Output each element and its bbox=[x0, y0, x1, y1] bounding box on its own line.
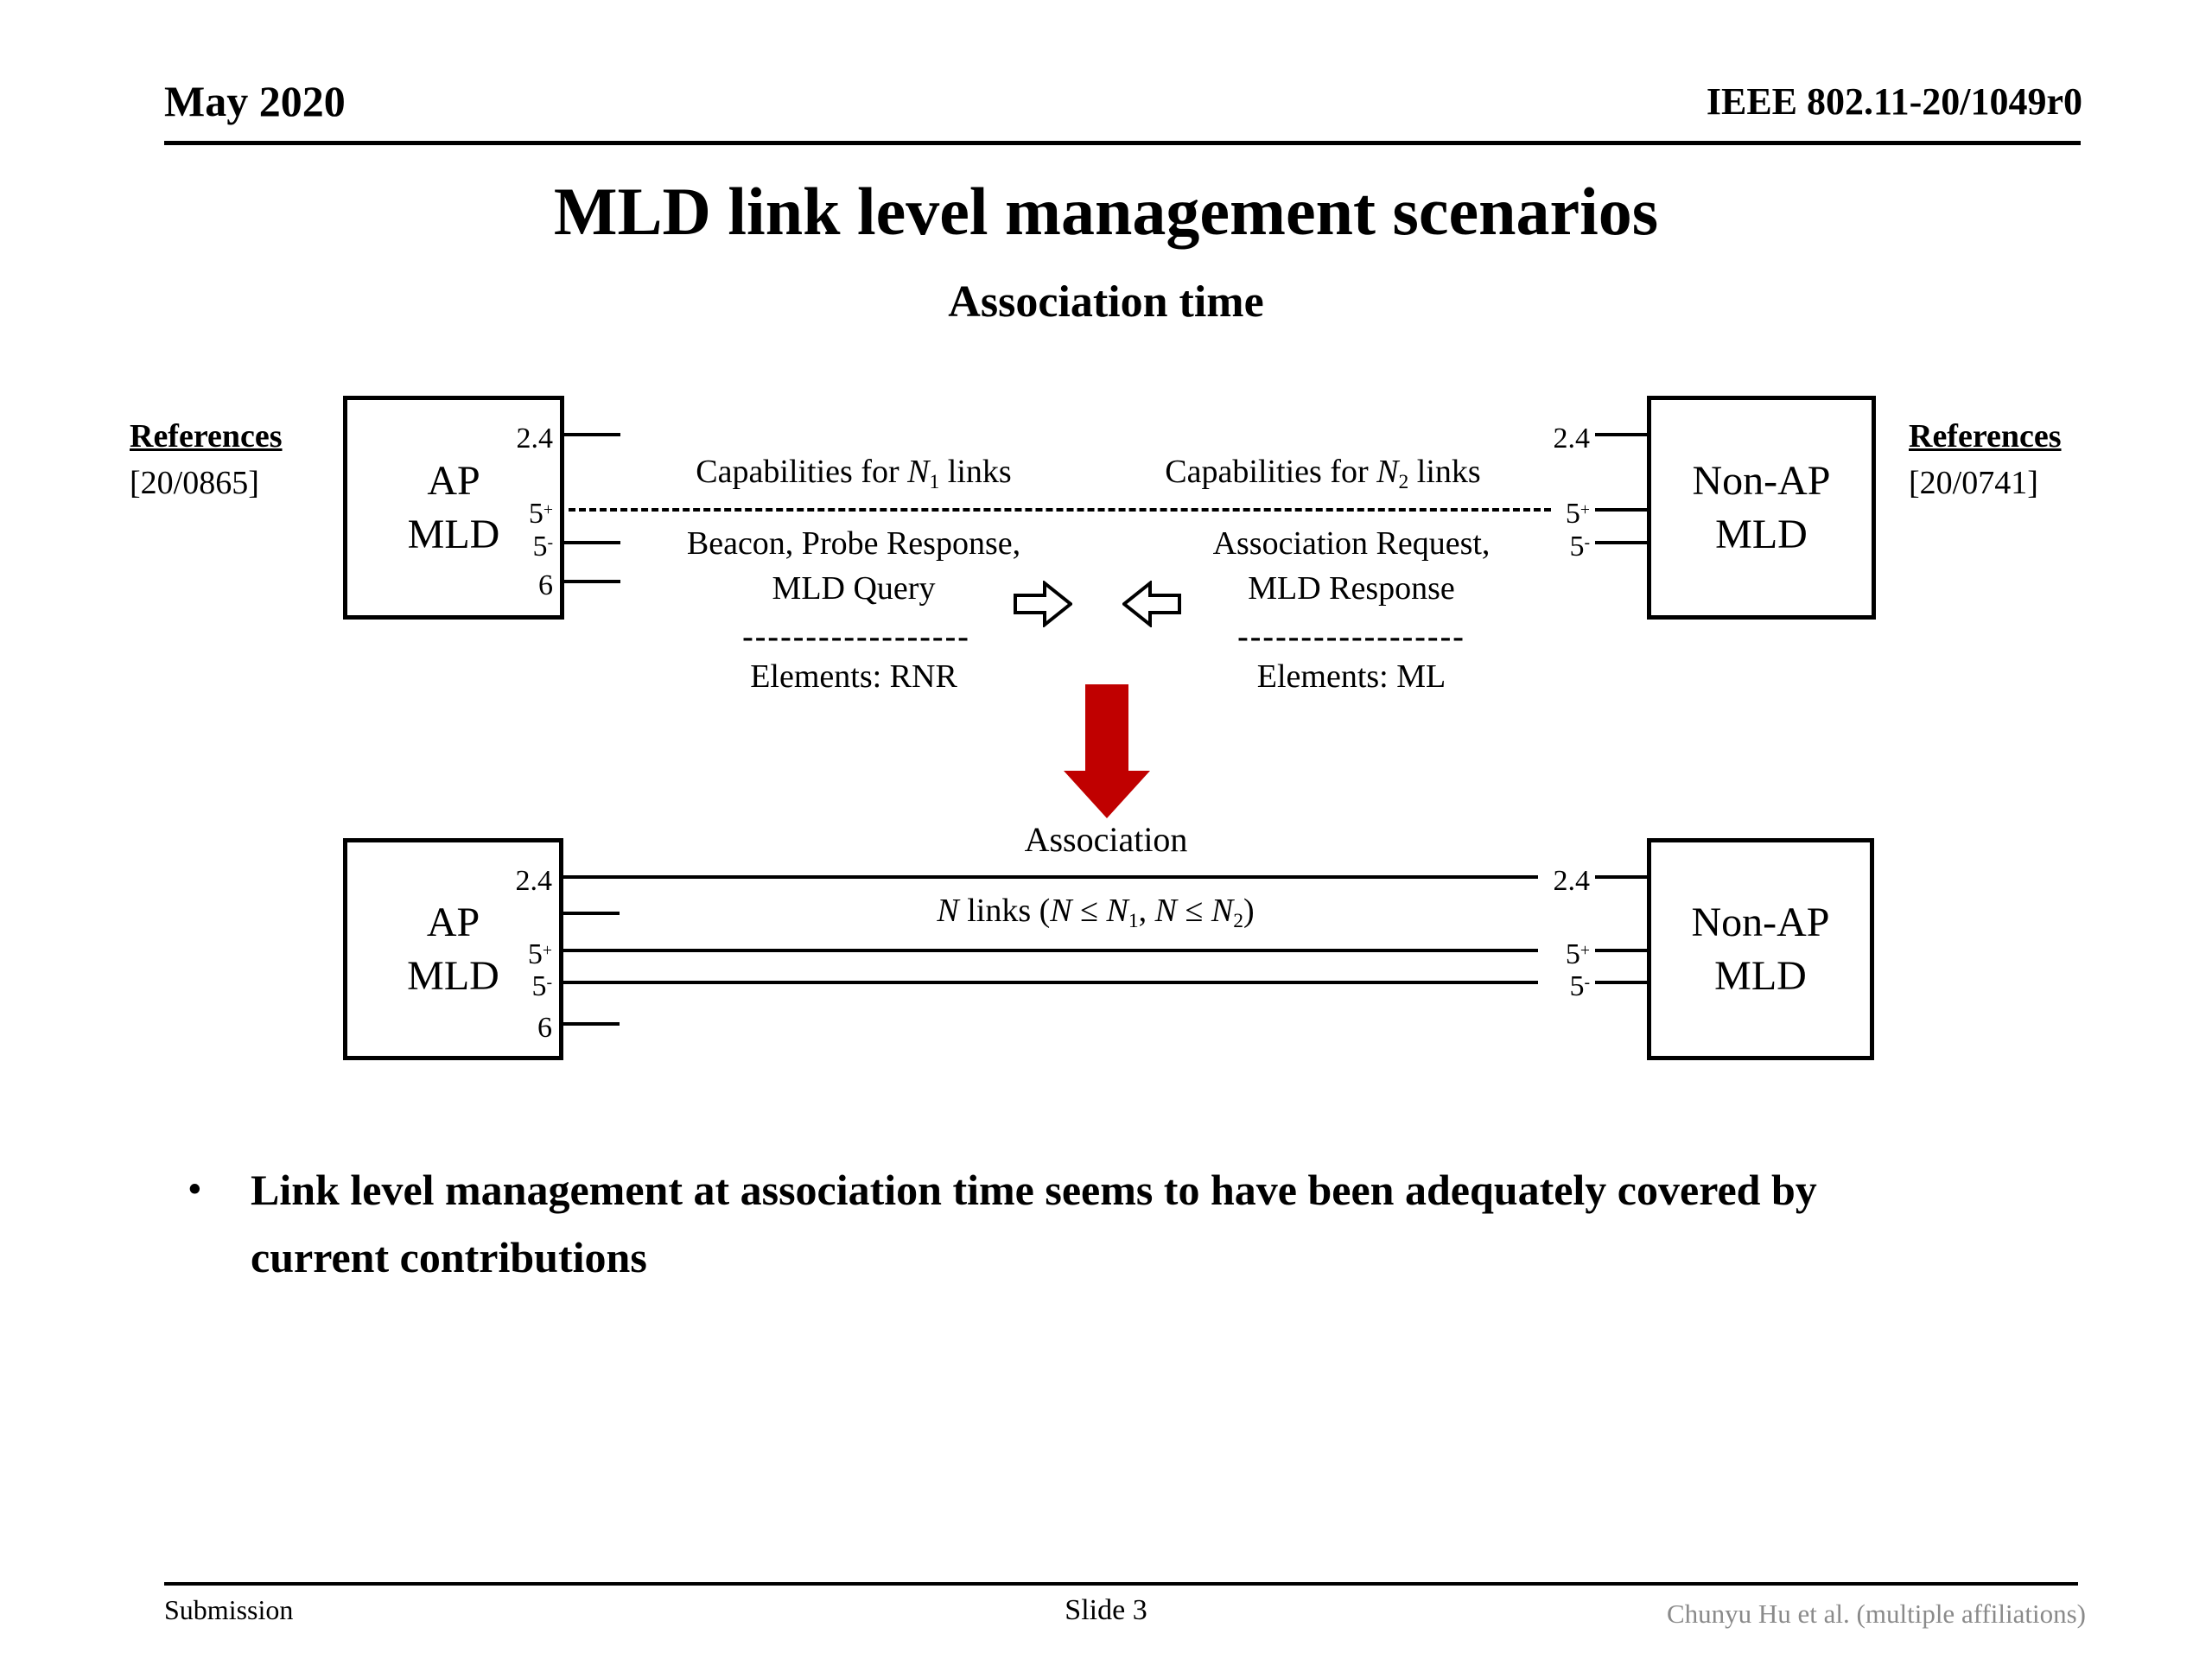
link-stub-5plus-top-right bbox=[1595, 508, 1647, 512]
port-label-5plus: 5+ bbox=[528, 497, 553, 530]
link-stub-6-bottom bbox=[563, 1022, 620, 1026]
page-subtitle: Association time bbox=[948, 277, 1264, 327]
footer-author: Chunyu Hu et al. (multiple affiliations) bbox=[1666, 1599, 2086, 1629]
ap-mld-label: AP MLD bbox=[407, 899, 499, 999]
port-label-24: 2.4 bbox=[1553, 422, 1591, 454]
link-stub-24-top bbox=[564, 433, 620, 436]
port-label-5minus: 5- bbox=[531, 969, 552, 1002]
link-stub-5minus-top-right bbox=[1595, 541, 1647, 544]
port-label-6: 6 bbox=[537, 1011, 552, 1044]
down-arrow-icon bbox=[1064, 684, 1150, 818]
reference-id: [20/0741] bbox=[1909, 465, 2038, 501]
port-label-5minus: 5- bbox=[1569, 530, 1590, 563]
port-label-24: 2.4 bbox=[1553, 864, 1591, 897]
reference-id: [20/0865] bbox=[130, 465, 259, 501]
header-date: May 2020 bbox=[164, 77, 346, 125]
link-stub-24-top-right bbox=[1595, 433, 1647, 436]
elements-ml-label: Elements: ML bbox=[1256, 658, 1446, 695]
association-request-line2: MLD Response bbox=[1248, 570, 1455, 607]
header-rule bbox=[164, 141, 2081, 145]
port-label-5minus: 5- bbox=[1569, 969, 1590, 1002]
bullet-item: • Link level management at association t… bbox=[188, 1156, 1918, 1291]
page-title: MLD link level management scenarios bbox=[553, 174, 1659, 249]
link-stub-unlabeled bbox=[563, 912, 620, 915]
link-line-5plus bbox=[563, 949, 1538, 952]
link-stub-5minus-bottom-right bbox=[1595, 981, 1647, 984]
ap-mld-box-top: AP MLD 2.4 5+ 5- 6 bbox=[343, 396, 564, 620]
n-links-label: N links (N ≤ N1, N ≤ N2) bbox=[937, 892, 1255, 933]
elements-rnr-label: Elements: RNR bbox=[750, 658, 957, 695]
link-stub-6-top bbox=[564, 580, 620, 583]
references-heading: References bbox=[130, 418, 283, 454]
link-line-24 bbox=[563, 875, 1538, 879]
association-request-line1: Association Request, bbox=[1212, 525, 1491, 562]
port-label-6: 6 bbox=[538, 569, 553, 601]
ap-mld-box-bottom: AP MLD 2.4 5+ 5- 6 bbox=[343, 838, 563, 1060]
capabilities-n1-label: Capabilities for N1 links bbox=[696, 453, 1012, 494]
port-label-5plus: 5+ bbox=[1565, 938, 1590, 970]
link-dashed-5plus-top bbox=[569, 508, 1551, 512]
link-stub-5plus-bottom-right bbox=[1595, 949, 1647, 952]
references-heading: References bbox=[1909, 418, 2062, 454]
bullet-text: Link level management at association tim… bbox=[251, 1166, 1817, 1281]
non-ap-mld-box-bottom: Non-AP MLD bbox=[1647, 838, 1874, 1060]
footer-submission: Submission bbox=[164, 1594, 294, 1625]
header-doc-id: IEEE 802.11-20/1049r0 bbox=[1706, 80, 2082, 123]
footer-rule bbox=[164, 1582, 2078, 1586]
right-message-divider: ------------------ bbox=[1237, 619, 1465, 655]
left-message-divider: ------------------ bbox=[742, 619, 970, 655]
references-left: References [20/0865] bbox=[130, 413, 283, 506]
ap-mld-label: AP MLD bbox=[407, 457, 500, 557]
port-label-24: 2.4 bbox=[515, 864, 553, 897]
beacon-message-line2: MLD Query bbox=[772, 570, 936, 607]
footer-slide-number: Slide 3 bbox=[1065, 1594, 1147, 1626]
port-label-5minus: 5- bbox=[532, 530, 553, 563]
link-line-5minus bbox=[563, 981, 1538, 984]
references-right: References [20/0741] bbox=[1909, 413, 2062, 506]
capabilities-n2-label: Capabilities for N2 links bbox=[1165, 453, 1481, 494]
right-arrow-icon bbox=[1014, 581, 1072, 627]
left-arrow-icon bbox=[1122, 581, 1181, 627]
non-ap-mld-box-top: Non-AP MLD bbox=[1647, 396, 1876, 620]
bullet-marker: • bbox=[188, 1170, 201, 1210]
port-label-24: 2.4 bbox=[516, 422, 554, 454]
link-stub-24-bottom-right bbox=[1595, 875, 1647, 879]
association-label: Association bbox=[1024, 820, 1188, 859]
port-label-5plus: 5+ bbox=[527, 938, 552, 970]
beacon-message-line1: Beacon, Probe Response, bbox=[686, 525, 1021, 562]
port-label-5plus: 5+ bbox=[1565, 497, 1590, 530]
non-ap-mld-label: Non-AP MLD bbox=[1691, 899, 1830, 999]
link-stub-5minus-top bbox=[564, 541, 620, 544]
non-ap-mld-label: Non-AP MLD bbox=[1692, 457, 1831, 557]
